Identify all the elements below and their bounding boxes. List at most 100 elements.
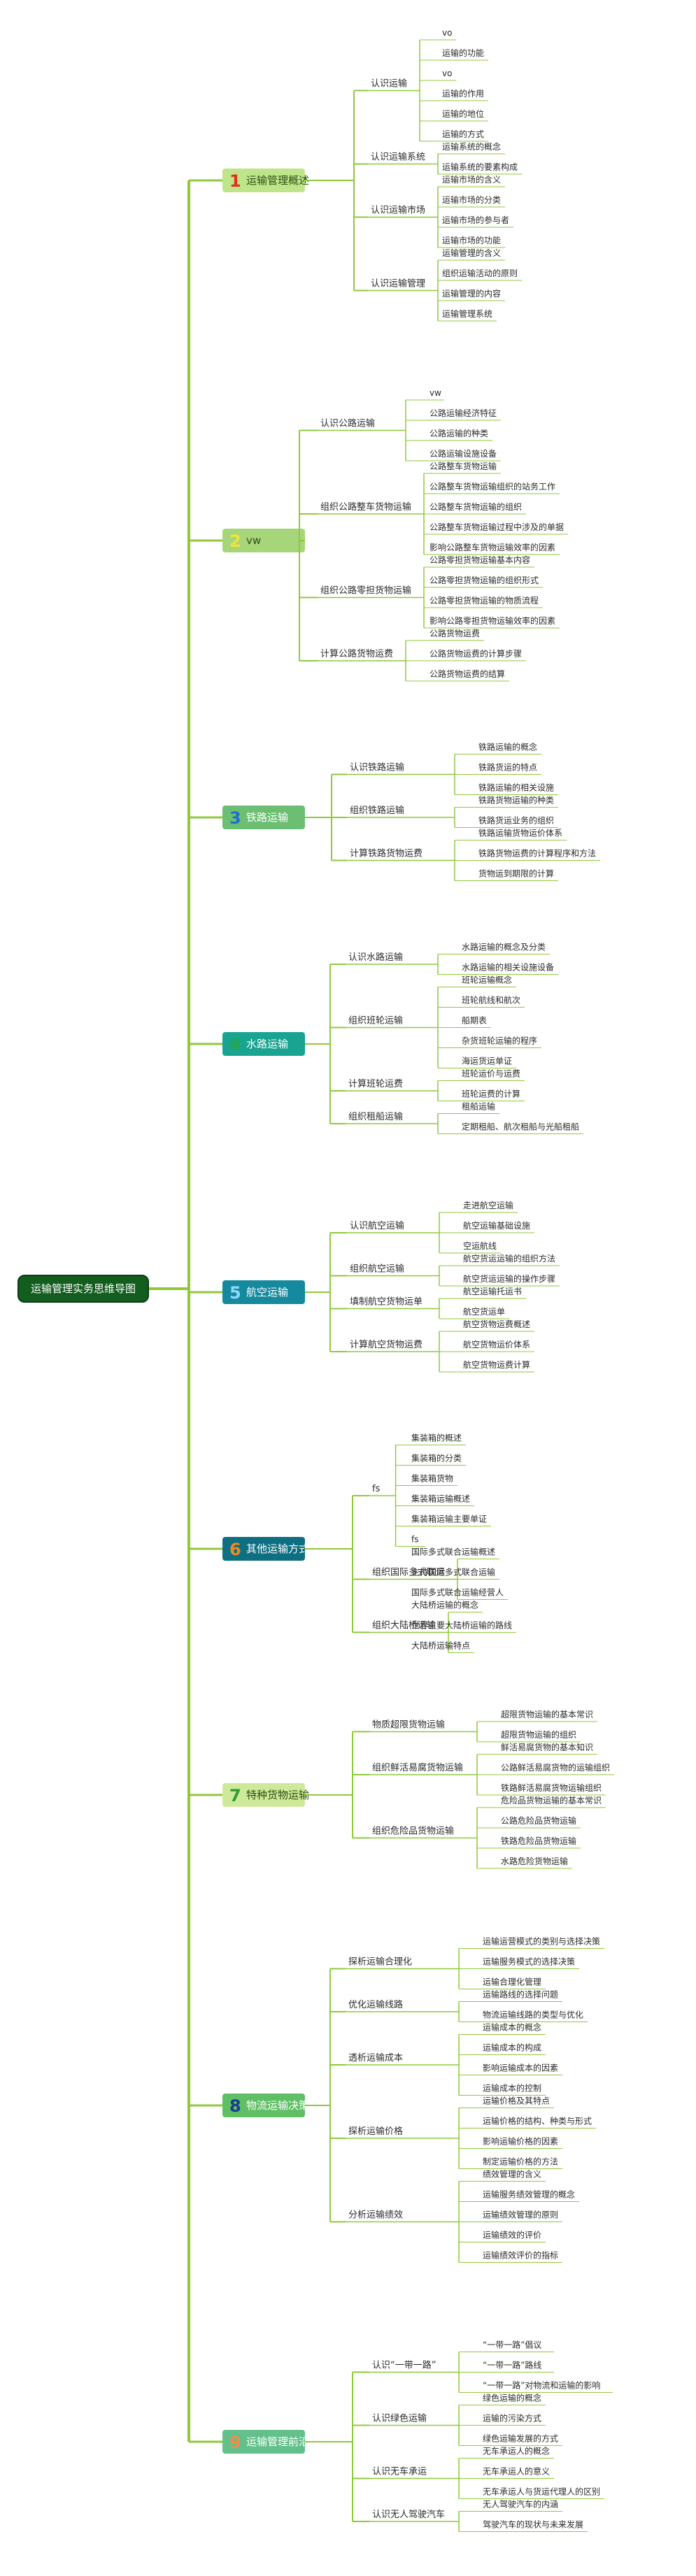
section-label[interactable]: 认识“一带一路”: [372, 2360, 436, 2371]
leaf-item[interactable]: 国际多式联合运输概述: [411, 1547, 495, 1557]
leaf-item[interactable]: 公路整车货物运输的组织: [429, 501, 522, 512]
leaf-item[interactable]: 公路货物运费的结算: [429, 668, 505, 679]
section-label[interactable]: 认识运输市场: [371, 205, 425, 216]
leaf-item[interactable]: 航空货物运价体系: [463, 1339, 530, 1350]
leaf-item[interactable]: 铁路运输的相关设施: [478, 782, 554, 793]
leaf-item[interactable]: 运输价格及其特点: [483, 2096, 550, 2106]
leaf-item[interactable]: 航空运输基础设施: [463, 1220, 530, 1231]
leaf-item[interactable]: 班轮运价与运费: [462, 1069, 520, 1079]
section-label[interactable]: 计算航空货物运费: [350, 1339, 422, 1350]
leaf-item[interactable]: 集装箱货物: [411, 1473, 453, 1484]
section-label[interactable]: 认识航空运输: [350, 1220, 404, 1231]
section-label[interactable]: 分析运输绩效: [348, 2210, 403, 2221]
leaf-item[interactable]: 运输价格的结构、种类与形式: [483, 2116, 592, 2126]
leaf-item[interactable]: 货物运到期限的计算: [478, 868, 554, 879]
leaf-item[interactable]: 海运货运单证: [462, 1056, 512, 1066]
leaf-item[interactable]: 绩效管理的含义: [483, 2169, 541, 2180]
leaf-item[interactable]: 运输市场的参与者: [442, 215, 509, 225]
leaf-item[interactable]: 航空运输托运书: [463, 1286, 522, 1296]
leaf-item[interactable]: 公路零担货物运输的物质流程: [429, 595, 539, 606]
leaf-item[interactable]: vo: [442, 28, 452, 38]
section-label[interactable]: 探析运输价格: [348, 2126, 403, 2137]
leaf-item[interactable]: 影响运输价格的因素: [483, 2136, 558, 2147]
leaf-item[interactable]: 铁路鲜活易腐货物运输组织: [501, 1782, 602, 1793]
leaf-item[interactable]: 铁路货运业务的组织: [478, 815, 554, 826]
leaf-item[interactable]: 运输的作用: [442, 88, 484, 99]
section-label[interactable]: 组织公路零担货物运输: [320, 585, 411, 596]
leaf-item[interactable]: 运输成本的构成: [483, 2042, 541, 2053]
leaf-item[interactable]: 公路整车货物运输: [429, 461, 497, 471]
leaf-item[interactable]: 运输管理的内容: [442, 288, 501, 299]
leaf-item[interactable]: 绿色运输的概念: [483, 2393, 541, 2403]
section-label[interactable]: 认识无车承运: [372, 2466, 427, 2477]
leaf-item[interactable]: 运输管理的含义: [442, 248, 501, 258]
section-label[interactable]: 计算公路货物运费: [320, 648, 393, 659]
leaf-item[interactable]: 运输的地位: [442, 108, 484, 119]
leaf-item[interactable]: fs: [411, 1535, 418, 1545]
leaf-item[interactable]: 班轮运费的计算: [462, 1089, 520, 1099]
section-label[interactable]: 认识运输系统: [371, 152, 425, 163]
leaf-item[interactable]: 公路整车货物运输过程中涉及的单据: [429, 522, 564, 532]
leaf-item[interactable]: 组织运输活动的原则: [442, 268, 518, 278]
leaf-item[interactable]: 运输的方式: [442, 129, 484, 139]
root-node[interactable]: 运输管理实务思维导图: [17, 1275, 149, 1303]
leaf-item[interactable]: 公路运输经济特征: [429, 408, 497, 418]
section-label[interactable]: 计算班轮运费: [348, 1079, 403, 1089]
leaf-item[interactable]: “一带一路”对物流和运输的影响: [483, 2380, 600, 2391]
leaf-item[interactable]: 大陆桥运输的概念: [411, 1600, 478, 1610]
section-label[interactable]: 认识水路运输: [348, 952, 403, 963]
section-label[interactable]: 组织公路整车货物运输: [320, 501, 411, 513]
leaf-item[interactable]: 运输服务模式的选择决策: [483, 1956, 575, 1967]
leaf-item[interactable]: 公路鲜活易腐货物的运输组织: [501, 1762, 610, 1773]
leaf-item[interactable]: 无车承运人的意义: [483, 2466, 550, 2477]
leaf-item[interactable]: 运输管理系统: [442, 308, 492, 319]
leaf-item[interactable]: 公路整车货物运输组织的站务工作: [429, 481, 555, 492]
leaf-item[interactable]: 公路零担货物运输基本内容: [429, 554, 530, 565]
section-label[interactable]: 认识绿色运输: [372, 2413, 427, 2424]
leaf-item[interactable]: 水路运输的相关设施设备: [462, 962, 554, 973]
leaf-item[interactable]: 集装箱运输主要单证: [411, 1514, 487, 1524]
leaf-item[interactable]: “一带一路”倡议: [483, 2340, 541, 2350]
leaf-item[interactable]: 公路货物运费的计算步骤: [429, 648, 522, 659]
leaf-item[interactable]: 航空货物运费计算: [463, 1359, 530, 1370]
leaf-item[interactable]: 国际多式联合运输经营人: [411, 1587, 504, 1598]
section-label[interactable]: 组织铁路运输: [350, 805, 404, 816]
leaf-item[interactable]: 走进航空运输: [463, 1200, 513, 1210]
leaf-item[interactable]: 铁路货物运输的种类: [478, 795, 554, 806]
leaf-item[interactable]: 运输合理化管理: [483, 1977, 541, 1987]
leaf-item[interactable]: 运输的功能: [442, 48, 484, 58]
leaf-item[interactable]: 定期租船、航次租船与光船租船: [462, 1122, 579, 1132]
leaf-item[interactable]: 运输成本的控制: [483, 2083, 541, 2094]
leaf-item[interactable]: 班轮航线和航次: [462, 995, 520, 1006]
leaf-item[interactable]: 世界主要大陆桥运输的路线: [411, 1620, 512, 1631]
section-label[interactable]: 认识公路运输: [320, 418, 375, 429]
leaf-item[interactable]: 铁路货运的特点: [478, 762, 537, 773]
section-label[interactable]: 计算铁路货物运费: [350, 848, 422, 859]
leaf-item[interactable]: 航空货运单: [463, 1306, 505, 1317]
leaf-item[interactable]: 运输市场的含义: [442, 174, 501, 185]
leaf-item[interactable]: 无人驾驶汽车的内涵: [483, 2499, 558, 2510]
leaf-item[interactable]: 铁路运输的概念: [478, 742, 537, 752]
leaf-item[interactable]: 大陆桥运输特点: [411, 1640, 470, 1651]
leaf-item[interactable]: 运输系统的概念: [442, 141, 501, 152]
leaf-item[interactable]: 超限货物运输的基本常识: [501, 1709, 593, 1719]
leaf-item[interactable]: 运输路线的选择问题: [483, 1989, 558, 2000]
leaf-item[interactable]: 班轮运输概念: [462, 975, 512, 985]
leaf-item[interactable]: 无车承运人与货运代理人的区别: [483, 2486, 600, 2497]
leaf-item[interactable]: 集装箱的概述: [411, 1433, 462, 1443]
leaf-item[interactable]: 铁路危险品货物运输: [501, 1836, 576, 1846]
section-label[interactable]: 认识运输管理: [371, 278, 425, 289]
leaf-item[interactable]: “一带一路”路线: [483, 2360, 541, 2370]
section-label[interactable]: 认识无人驾驶汽车: [372, 2509, 445, 2520]
leaf-item[interactable]: 制定运输价格的方法: [483, 2156, 558, 2167]
leaf-item[interactable]: 物流运输线路的类型与优化: [483, 2010, 583, 2020]
leaf-item[interactable]: 铁路运输货物运价体系: [478, 828, 562, 838]
leaf-item[interactable]: 水路危险货物运输: [501, 1856, 568, 1866]
